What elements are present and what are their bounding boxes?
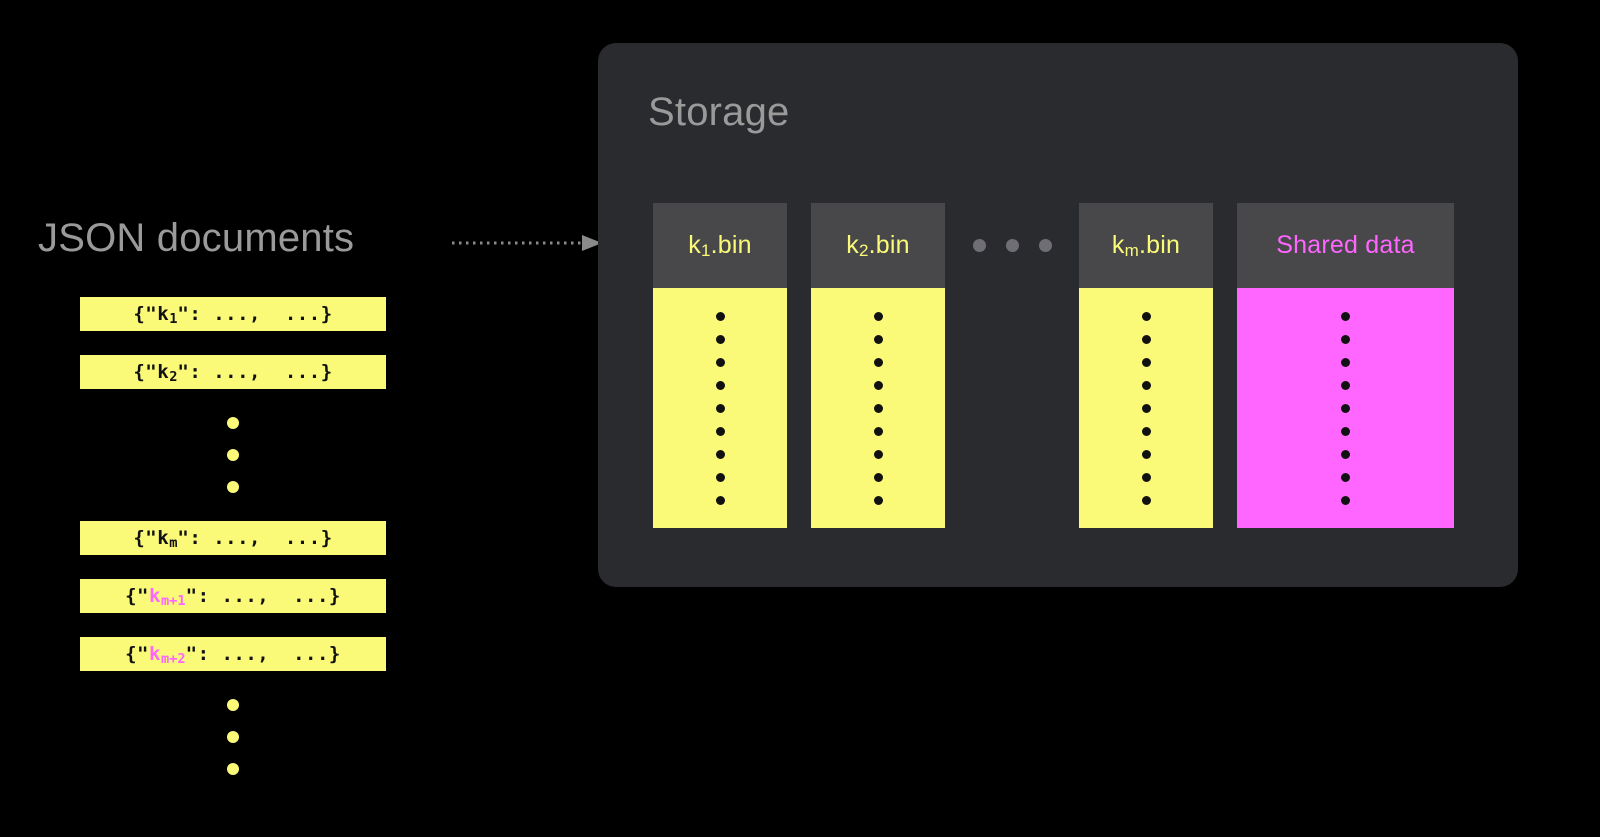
json-document-key: km+2 [149, 642, 186, 667]
json-document-text: {"k2": ..., ...} [133, 360, 333, 385]
ellipsis-dot [227, 699, 239, 711]
bin-record-dot [715, 426, 725, 436]
json-document-key: km [157, 526, 178, 551]
bin-record-dot [1141, 334, 1151, 344]
bin-record-dot [1141, 472, 1151, 482]
bin-record-dot [715, 449, 725, 459]
json-document-key: k1 [157, 302, 178, 327]
documents-vertical-ellipsis [80, 695, 386, 779]
bin-record-dot [1341, 334, 1350, 344]
bin-record-dot [715, 380, 725, 390]
bin-record-dot [715, 472, 725, 482]
bin-record-dot [873, 403, 883, 413]
storage-bin[interactable]: k1.bin [653, 203, 787, 528]
json-document-box: {"k2": ..., ...} [80, 355, 386, 389]
bin-record-dot [873, 380, 883, 390]
bin-record-dot [873, 449, 883, 459]
json-document-box: {"km": ..., ...} [80, 521, 386, 555]
bin-record-dot [873, 334, 883, 344]
storage-bin-body [1237, 288, 1454, 528]
storage-title: Storage [648, 90, 790, 134]
json-document-key: k2 [157, 360, 178, 385]
storage-bin-header: km.bin [1079, 203, 1213, 288]
bin-record-dot [1141, 403, 1151, 413]
bin-record-dot [1341, 403, 1350, 413]
bin-record-dot [1341, 357, 1350, 367]
ellipsis-dot [1005, 239, 1019, 252]
bin-record-dot [715, 311, 725, 321]
bin-record-dot [1141, 357, 1151, 367]
storage-bin-shared-data[interactable]: Shared data [1237, 203, 1454, 528]
storage-bin-label: k2.bin [846, 231, 910, 261]
documents-vertical-ellipsis [80, 413, 386, 497]
bin-record-dot [715, 357, 725, 367]
bin-record-dot [1341, 311, 1350, 321]
storage-bin[interactable]: k2.bin [811, 203, 945, 528]
ellipsis-dot [1038, 239, 1052, 252]
json-documents-section: JSON documents {"k1": ..., ...} {"k2": ..… [0, 0, 600, 837]
json-documents-list: {"k1": ..., ...} {"k2": ..., ...} {"km": .… [80, 297, 390, 803]
json-document-box: {"km+2": ..., ...} [80, 637, 386, 671]
ellipsis-dot [227, 481, 239, 493]
storage-bin[interactable]: km.bin [1079, 203, 1213, 528]
bin-record-dot [715, 495, 725, 505]
bin-record-dot [873, 311, 883, 321]
storage-bin-label: k1.bin [688, 231, 752, 261]
storage-bin-body [811, 288, 945, 528]
bin-record-dot [1141, 311, 1151, 321]
json-document-text: {"km+1": ..., ...} [125, 584, 341, 609]
bin-record-dot [1341, 380, 1350, 390]
json-document-text: {"km+2": ..., ...} [125, 642, 341, 667]
storage-bins-row: k1.bin k2.bin km.bin Shared data [653, 203, 1454, 528]
storage-bin-label: km.bin [1111, 231, 1181, 261]
bin-record-dot [873, 495, 883, 505]
bin-record-dot [1341, 449, 1350, 459]
storage-bin-header: Shared data [1237, 203, 1454, 288]
bin-record-dot [715, 403, 725, 413]
storage-panel: Storage k1.bin k2.bin km.bin Shared data [598, 43, 1518, 587]
bin-record-dot [1141, 449, 1151, 459]
bin-record-dot [1341, 426, 1350, 436]
json-document-key: km+1 [149, 584, 186, 609]
bin-record-dot [873, 472, 883, 482]
arrow-head [582, 235, 602, 251]
json-document-box: {"k1": ..., ...} [80, 297, 386, 331]
bin-record-dot [873, 357, 883, 367]
storage-bins-horizontal-ellipsis [969, 203, 1055, 288]
ellipsis-dot [227, 731, 239, 743]
storage-bin-label: Shared data [1276, 231, 1415, 259]
bin-record-dot [1341, 495, 1350, 505]
ellipsis-dot [227, 763, 239, 775]
storage-bin-header: k1.bin [653, 203, 787, 288]
ellipsis-dot [972, 239, 986, 252]
json-document-text: {"km": ..., ...} [133, 526, 333, 551]
json-documents-title: JSON documents [38, 216, 355, 260]
ellipsis-dot [227, 417, 239, 429]
documents-to-storage-arrow [452, 235, 602, 251]
bin-record-dot [1141, 426, 1151, 436]
bin-record-dot [715, 334, 725, 344]
ellipsis-dot [227, 449, 239, 461]
bin-record-dot [1141, 495, 1151, 505]
bin-record-dot [1341, 472, 1350, 482]
json-document-box: {"km+1": ..., ...} [80, 579, 386, 613]
json-document-text: {"k1": ..., ...} [133, 302, 333, 327]
storage-bin-header: k2.bin [811, 203, 945, 288]
storage-bin-body [1079, 288, 1213, 528]
bin-record-dot [1141, 380, 1151, 390]
storage-bin-body [653, 288, 787, 528]
bin-record-dot [873, 426, 883, 436]
